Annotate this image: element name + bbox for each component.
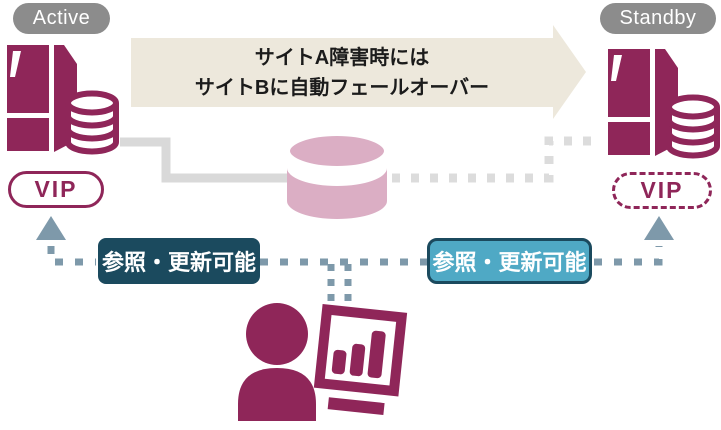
user-monitor-icon (238, 303, 408, 421)
access-badge-right: 参照・更新可能 (427, 238, 592, 284)
failover-arrow-shape: サイトA障害時には サイトBに自動フェールオーバー (131, 25, 586, 119)
failover-arrow-caption: サイトA障害時には サイトBに自動フェールオーバー (131, 38, 553, 107)
up-arrow-icon-left (36, 216, 66, 240)
vip-label-active: VIP (8, 171, 104, 208)
failover-caption-line1: サイトA障害時には (254, 46, 430, 69)
vip-label-standby: VIP (612, 172, 712, 209)
up-arrow-icon-right (644, 216, 674, 240)
access-badge-left: 参照・更新可能 (98, 238, 260, 284)
server-database-icon-standby (608, 49, 720, 159)
status-badge-standby: Standby (600, 3, 716, 34)
failover-caption-line2: サイトBに自動フェールオーバー (194, 76, 490, 99)
client-access-dashed-line-right (594, 246, 663, 266)
client-access-dashed-line-left (47, 246, 96, 266)
database-cylinder-icon (284, 130, 390, 219)
server-database-icon-active (7, 45, 119, 155)
connector-active-to-storage-line (120, 137, 290, 183)
status-badge-active: Active (13, 3, 110, 34)
connector-storage-to-standby-dashed-line (392, 136, 602, 183)
client-link-dashed-stubs (327, 264, 352, 301)
